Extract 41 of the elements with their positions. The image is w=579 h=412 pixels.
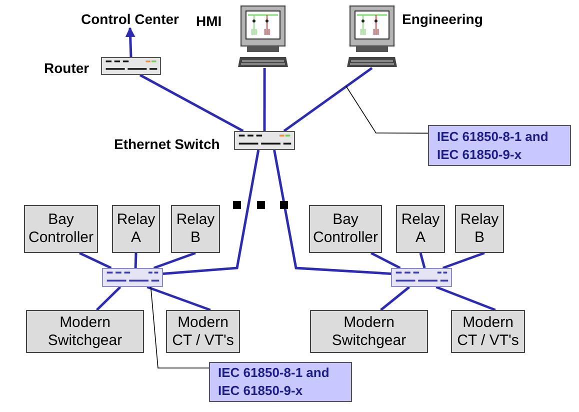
device-box: Modern CT / VT's — [166, 310, 240, 353]
device-box: Modern Switchgear — [26, 310, 144, 353]
network-link — [273, 150, 392, 275]
network-link — [78, 252, 112, 270]
device-label: Router — [44, 59, 90, 78]
network-link — [139, 74, 244, 132]
network-link — [370, 252, 401, 270]
network-link — [442, 252, 485, 270]
network-link — [162, 150, 260, 275]
device-label: Ethernet Switch — [114, 135, 220, 154]
network-link — [263, 68, 266, 131]
callout-box: IEC 61850-8-1 and IEC 61850-9-x — [428, 125, 571, 166]
destination-label: Control Center — [78, 10, 182, 28]
device-box: Modern Switchgear — [310, 310, 428, 353]
network-link — [153, 252, 196, 270]
network-link — [380, 286, 410, 311]
network-link — [96, 286, 122, 311]
network-link — [419, 252, 426, 268]
bay-switch — [102, 268, 163, 287]
leader-line — [150, 286, 210, 368]
network-link — [436, 286, 496, 312]
device-label: Engineering — [402, 10, 483, 29]
network-switch — [234, 131, 295, 150]
device-box: Relay A — [396, 205, 445, 253]
computer-icon — [237, 5, 289, 68]
network-link — [134, 252, 138, 268]
leader-line — [346, 86, 428, 134]
device-box: Bay Controller — [309, 205, 382, 253]
bay-switch — [391, 268, 452, 287]
device-box: Relay A — [112, 205, 160, 253]
device-box: Bay Controller — [24, 205, 98, 253]
device-box: Relay B — [171, 205, 220, 253]
device-box: Modern CT / VT's — [451, 310, 525, 353]
network-link — [146, 286, 211, 312]
computer-icon — [346, 5, 398, 68]
network-link — [283, 66, 373, 132]
arrow — [125, 27, 136, 58]
device-label: HMI — [196, 12, 222, 31]
router-device — [101, 57, 161, 75]
device-box: Relay B — [455, 205, 504, 253]
callout-box: IEC 61850-8-1 and IEC 61850-9-x — [209, 362, 352, 402]
